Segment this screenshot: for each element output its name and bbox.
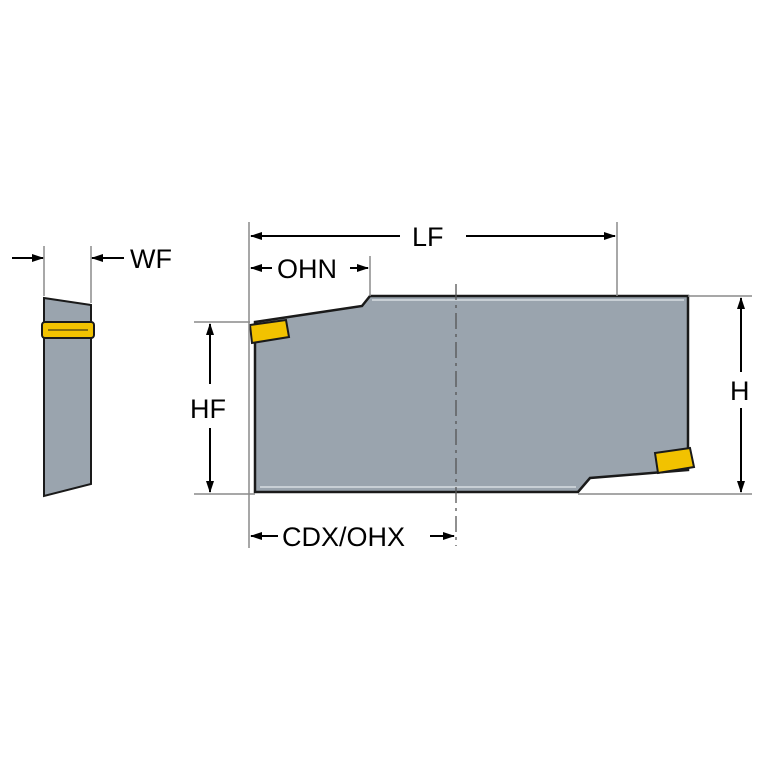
cdx-ohx-dimension: CDX/OHX bbox=[250, 522, 455, 552]
lf-label: LF bbox=[412, 222, 444, 252]
front-insert-right bbox=[653, 446, 696, 475]
h-label: H bbox=[730, 376, 750, 406]
front-view bbox=[248, 284, 696, 546]
hf-dimension: HF bbox=[190, 321, 255, 495]
side-view bbox=[41, 296, 95, 498]
side-view-blade-body bbox=[43, 296, 92, 498]
wf-dimension: WF bbox=[12, 244, 172, 303]
wf-label: WF bbox=[130, 244, 172, 274]
cdx-ohx-label: CDX/OHX bbox=[282, 522, 405, 552]
hf-label: HF bbox=[190, 394, 226, 424]
ohn-label: OHN bbox=[277, 254, 337, 284]
front-insert-left bbox=[248, 318, 291, 345]
h-dimension: H bbox=[578, 295, 752, 495]
lf-dimension: LF bbox=[250, 222, 618, 296]
ohn-dimension: OHN bbox=[250, 254, 371, 296]
front-view-blade-body bbox=[253, 294, 690, 494]
